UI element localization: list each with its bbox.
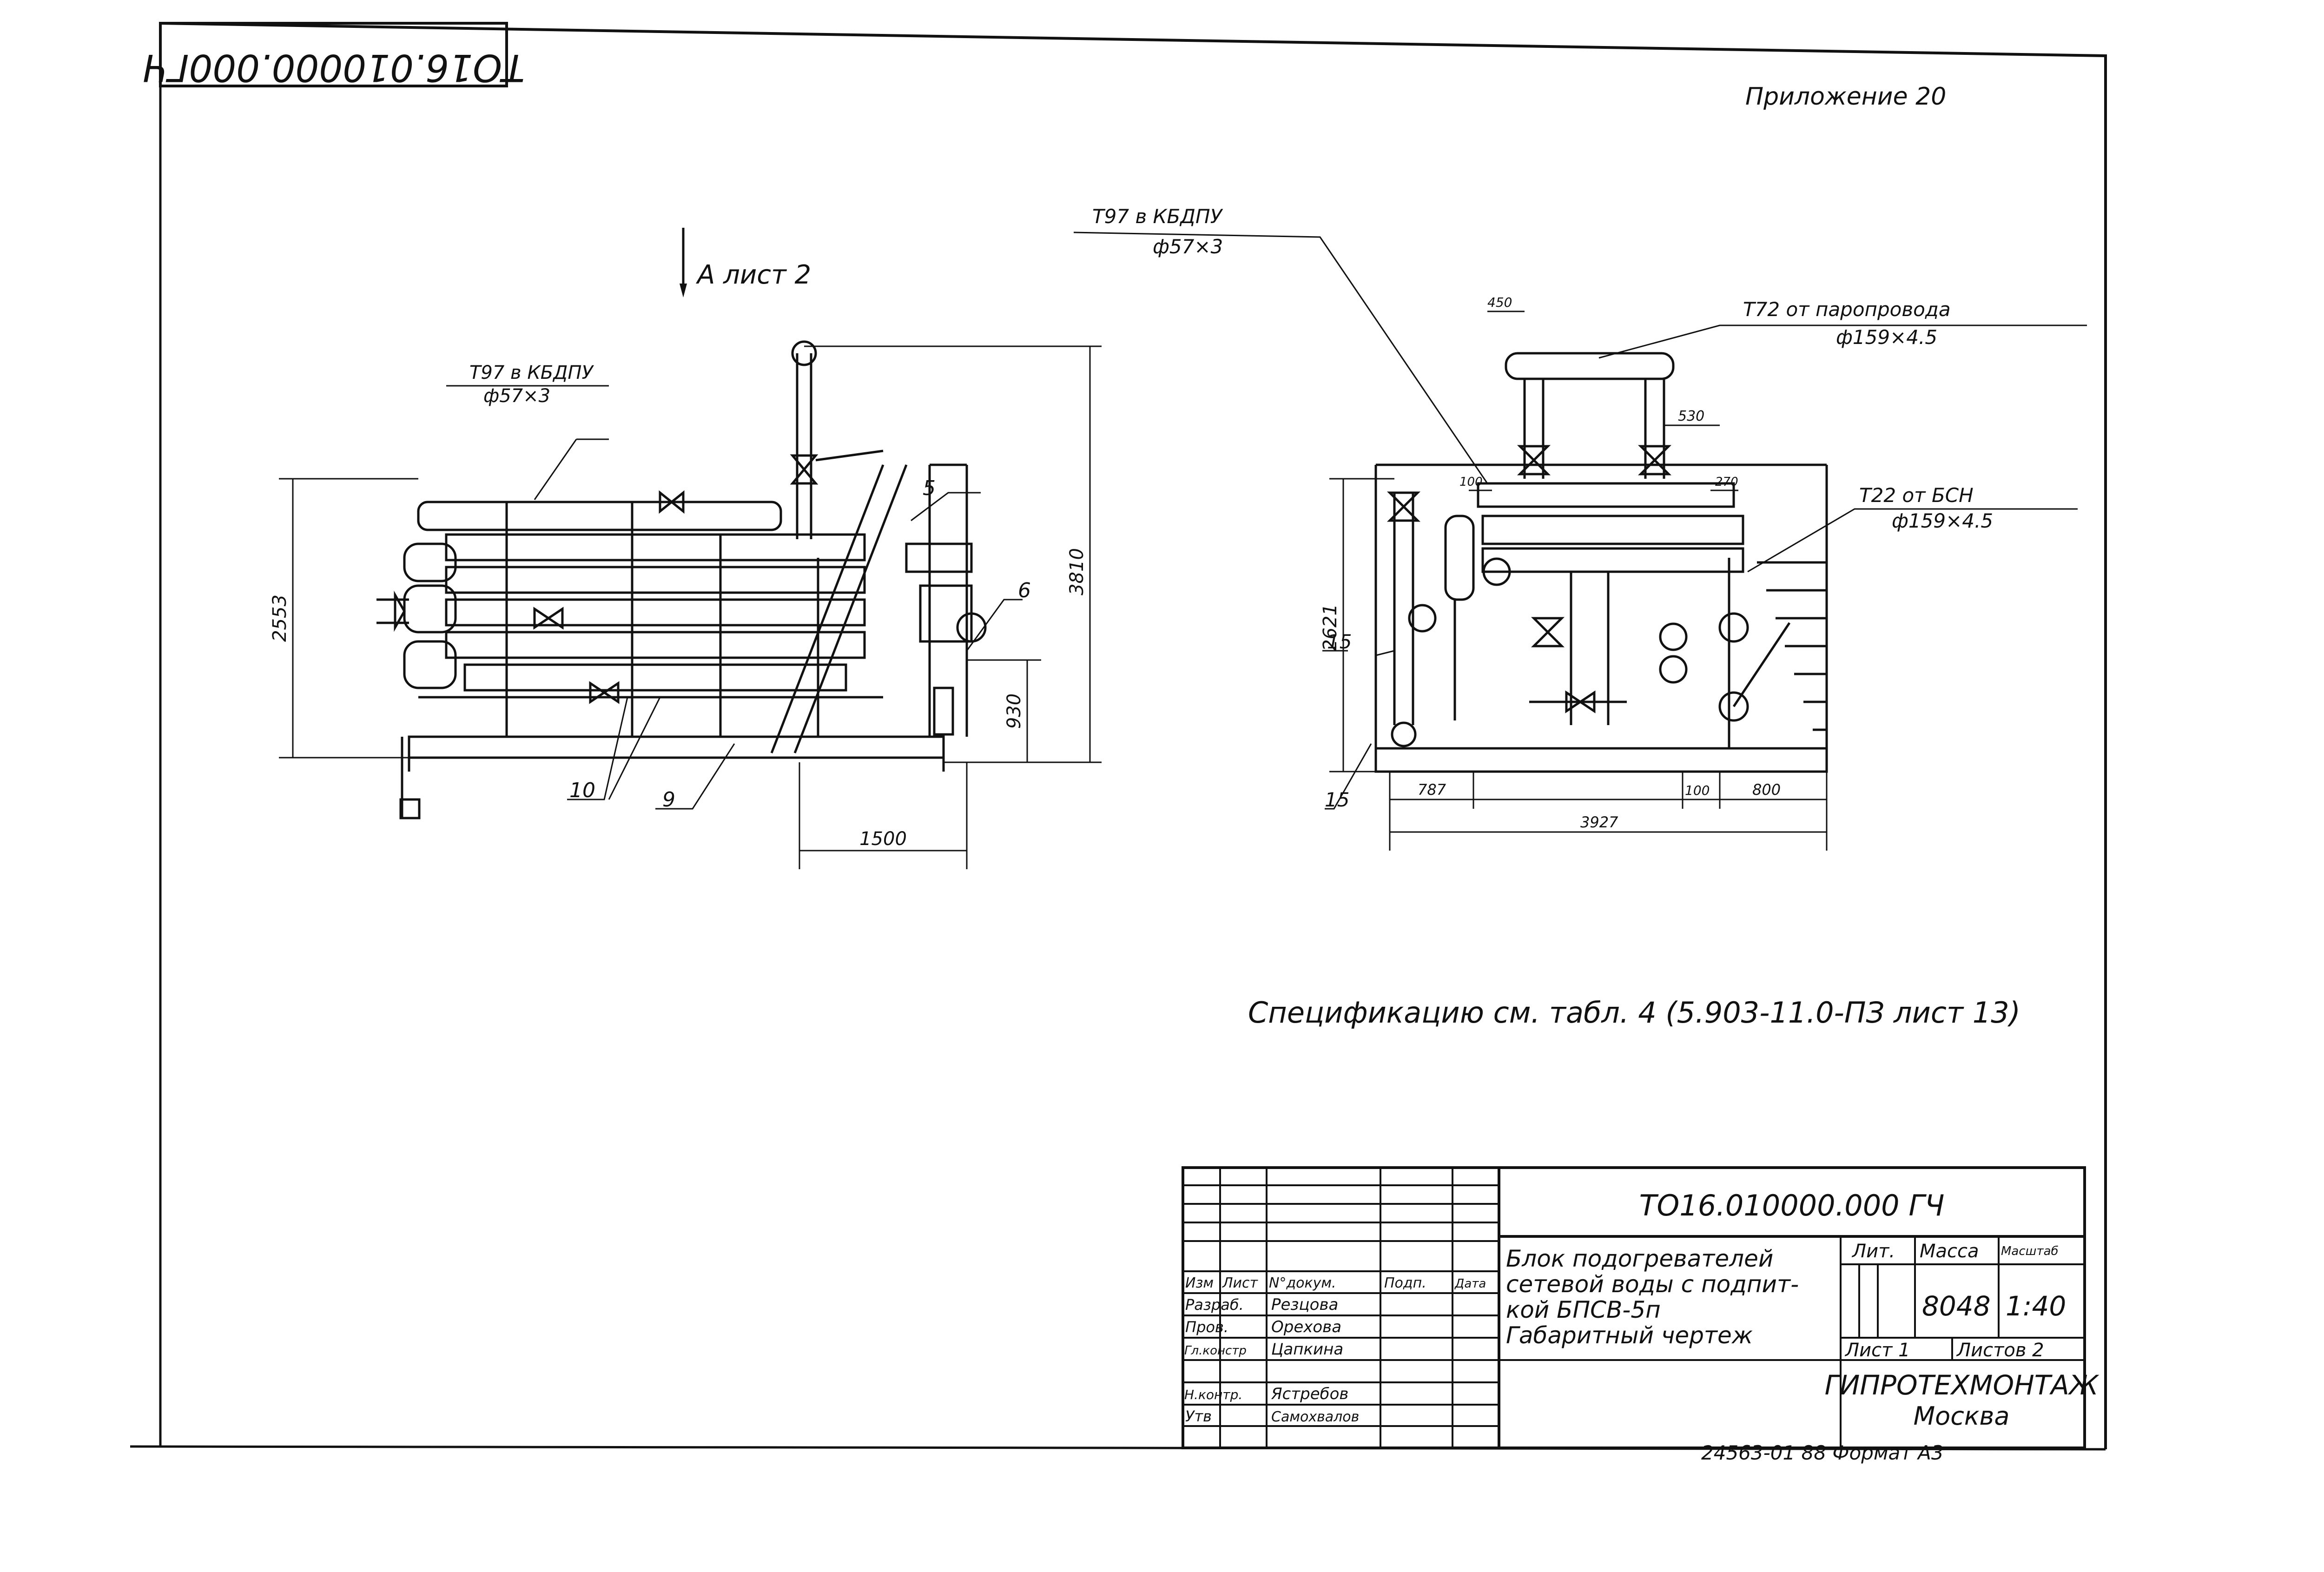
hdr-data: Дата [1454,1277,1486,1291]
t97-size: ф57×3 [1153,235,1223,258]
callout-9: 9 [662,788,675,812]
left-pipe-note-2: ф57×3 [483,385,550,407]
dim-2553: 2553 [269,594,290,642]
name-prov: Орехова [1271,1318,1341,1336]
scale-label: Масштаб [2001,1244,2059,1258]
hdr-doc: N°докум. [1269,1275,1336,1291]
t72-size: ф159×4.5 [1836,326,1937,349]
dim-450: 450 [1487,295,1512,310]
dim-930: 930 [1004,694,1025,729]
dim-2621: 2621 [1320,604,1341,651]
spec-note: Спецификацию см. табл. 4 (5.903-11.0-ПЗ … [1248,996,2020,1030]
dim-530: 530 [1678,408,1704,424]
role-glkonstr: Гл.констр [1184,1344,1247,1358]
role-prov: Пров. [1185,1318,1228,1336]
left-pipe-note-1: Т97 в КБДПУ [469,362,594,383]
dim-1500: 1500 [859,828,907,850]
lit-label: Лит. [1851,1241,1895,1262]
name-razrab: Резцова [1271,1295,1338,1314]
mass-value: 8048 [1922,1290,1991,1322]
org-city: Москва [1914,1401,2010,1431]
dim-100-top: 100 [1459,475,1483,489]
scale-value: 1:40 [2006,1290,2066,1322]
t22-size: ф159×4.5 [1892,509,1993,532]
sheet-number: Лист 1 [1844,1340,1910,1361]
dim-100-bottom: 100 [1685,783,1710,798]
role-utv: Утв [1185,1407,1212,1425]
callout-6: 6 [1018,579,1031,602]
callout-5: 5 [923,476,936,500]
t97-label: Т97 в КБДПУ [1092,205,1223,228]
doc-code: ТО16.010000.000 ГЧ [1639,1189,1945,1222]
right-view [1073,231,2087,851]
name-nkontr: Ястребов [1271,1385,1348,1403]
org-name: ГИПРОТЕХМОНТАЖ [1825,1369,2100,1401]
dim-3810: 3810 [1066,548,1088,595]
title-line-2: сетевой воды с подпит- [1506,1271,1799,1298]
title-line-3: кой БПСВ-5п [1506,1296,1661,1323]
dim-3927: 3927 [1580,813,1618,831]
right-view-labels: Т97 в КБДПУ ф57×3 Т72 от паропровода ф15… [1092,205,1993,831]
role-razrab: Разраб. [1185,1296,1244,1314]
title-line-1: Блок подогревателей [1506,1245,1773,1272]
stamp-box: ТО16.010000.000ГЧ [143,22,525,89]
view-reference: А лист 2 [680,228,811,297]
stamp-text: ТО16.010000.000ГЧ [143,46,525,89]
left-view [279,340,1102,869]
left-view-labels: Т97 в КБДПУ ф57×3 2553 3810 930 1500 5 6… [269,362,1088,850]
role-nkontr: Н.контр. [1184,1387,1242,1402]
t22-label: Т22 от БСН [1859,484,1974,507]
callout-15-b: 15 [1325,788,1349,811]
name-glkonstr: Цапкина [1271,1340,1343,1359]
title-line-4: Габаритный чертеж [1506,1322,1753,1349]
dim-787: 787 [1418,781,1446,799]
dim-270: 270 [1715,475,1738,489]
t72-label: Т72 от паропровода [1743,298,1951,321]
name-utv: Самохвалов [1271,1409,1359,1425]
footer-format: 24563-01 88 Формат А3 [1701,1441,1944,1464]
callout-15-a: 15 [1327,630,1352,653]
mass-label: Масса [1920,1241,1979,1262]
appendix-label: Приложение 20 [1745,83,1946,111]
sheets-total: Листов 2 [1956,1340,2044,1361]
hdr-izm: Изм [1185,1275,1214,1291]
hdr-podp: Подп. [1384,1275,1426,1291]
title-block [1182,1166,2086,1449]
hdr-list: Лист [1222,1275,1259,1291]
callout-10: 10 [569,779,595,802]
title-block-text: ТО16.010000.000 ГЧ Изм Лист N°докум. Под… [1184,1189,2100,1431]
view-ref-label: А лист 2 [696,260,811,290]
dim-800: 800 [1752,781,1781,799]
